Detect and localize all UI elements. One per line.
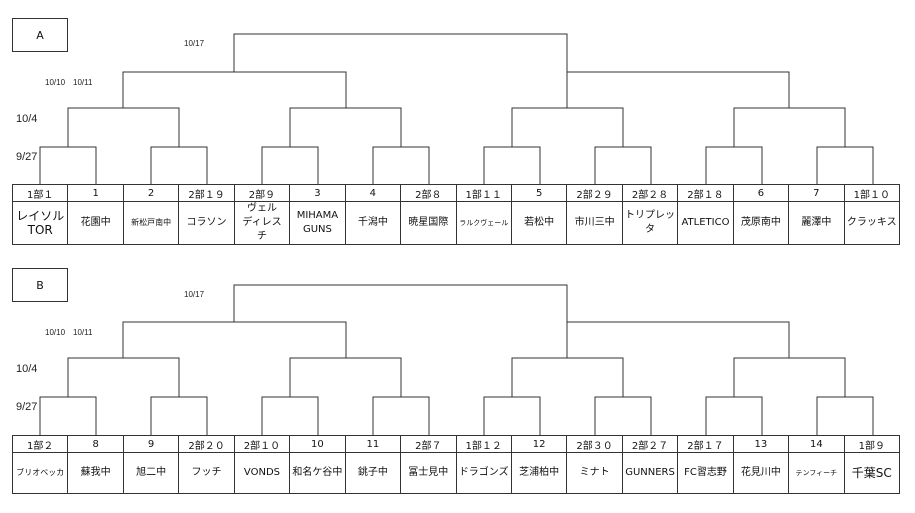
team-table: 1部１ 1 2 2部１９ 2部９ 3 4 2部８ 1部１１ 5 2部２９ 2部２…	[11, 184, 901, 245]
team-cell: VONDS	[233, 452, 291, 494]
seed-cell: 9	[122, 435, 180, 453]
seed-cell: 10	[289, 435, 346, 453]
date-qf: 10/4	[16, 363, 38, 375]
date-r1: 9/27	[16, 151, 38, 163]
team-cell: 新松戸南中	[122, 201, 180, 245]
seed-cell: 1	[67, 184, 124, 202]
date-semi-a: 10/10	[45, 328, 66, 337]
team-row: レイソル TOR 花園中 新松戸南中 コラソン ヴェル ディレス チ MIHAM…	[11, 201, 901, 245]
team-cell: トリプレッタ	[621, 201, 679, 245]
seed-cell: 2部７	[400, 435, 457, 453]
team-cell: 冨士見中	[400, 452, 457, 494]
team-cell: ドラゴンズ	[455, 452, 512, 494]
seed-cell: 2部１８	[677, 184, 734, 202]
team-cell: 花見川中	[732, 452, 790, 494]
team-cell: レイソル TOR	[11, 201, 69, 245]
seed-row: 1部１ 1 2 2部１９ 2部９ 3 4 2部８ 1部１１ 5 2部２９ 2部２…	[11, 184, 901, 202]
team-cell: 千葉SC	[843, 452, 901, 494]
seed-cell: 8	[67, 435, 124, 453]
seed-cell: 3	[289, 184, 346, 202]
seed-row: 1部２ 8 9 2部２０ 2部１０ 10 11 2部７ 1部１２ 12 2部３０…	[11, 435, 901, 453]
team-cell: ヴェル ディレス チ	[233, 201, 291, 245]
team-cell: 蘇我中	[67, 452, 124, 494]
seed-cell: 1部９	[843, 435, 901, 453]
team-cell: ブリオベッカ	[11, 452, 69, 494]
seed-cell: 4	[344, 184, 402, 202]
team-cell: MIHAMA GUNS	[289, 201, 346, 245]
bracket-lines	[39, 284, 874, 435]
seed-cell: 2部２０	[178, 435, 235, 453]
team-cell: コラソン	[178, 201, 235, 245]
team-cell: FC習志野	[677, 452, 734, 494]
date-r1: 9/27	[16, 401, 38, 413]
team-cell: 花園中	[67, 201, 124, 245]
seed-cell: 7	[788, 184, 845, 202]
date-final: 10/17	[184, 39, 205, 48]
seed-cell: 2部１７	[677, 435, 734, 453]
team-cell: テンフィーチ	[788, 452, 845, 494]
date-qf: 10/4	[16, 113, 38, 125]
seed-cell: 11	[344, 435, 402, 453]
seed-cell: 13	[732, 435, 790, 453]
seed-cell: 2部１０	[233, 435, 291, 453]
team-cell: GUNNERS	[621, 452, 679, 494]
seed-cell: 2部２８	[621, 184, 679, 202]
date-semi-b: 10/11	[73, 328, 93, 337]
team-cell: 暁星国際	[400, 201, 457, 245]
seed-cell: 5	[510, 184, 568, 202]
seed-cell: 1部１１	[455, 184, 512, 202]
team-cell: ミナト	[566, 452, 623, 494]
seed-cell: 2部１９	[178, 184, 235, 202]
team-cell: 千潟中	[344, 201, 402, 245]
team-cell: フッチ	[178, 452, 235, 494]
seed-cell: 6	[732, 184, 790, 202]
team-cell: 麗澤中	[788, 201, 845, 245]
date-final: 10/17	[184, 290, 205, 299]
seed-cell: 14	[788, 435, 845, 453]
team-row: ブリオベッカ 蘇我中 旭二中 フッチ VONDS 和名ケ谷中 銚子中 冨士見中 …	[11, 452, 901, 494]
date-semi-b: 10/11	[73, 78, 93, 87]
team-cell: クラッキス	[843, 201, 901, 245]
seed-cell: 2部９	[233, 184, 291, 202]
date-semi-a: 10/10	[45, 78, 66, 87]
seed-cell: 1部１０	[843, 184, 901, 202]
seed-cell: 1部２	[11, 435, 69, 453]
seed-cell: 2部２７	[621, 435, 679, 453]
team-cell: 和名ケ谷中	[289, 452, 346, 494]
block-label: A	[12, 18, 68, 52]
seed-cell: 1部１	[11, 184, 69, 202]
seed-cell: 2部３０	[566, 435, 623, 453]
seed-cell: 2部２９	[566, 184, 623, 202]
bracket-lines	[39, 33, 874, 184]
team-cell: 茂原南中	[732, 201, 790, 245]
team-cell: ラルクヴェール	[455, 201, 512, 245]
team-cell: 若松中	[510, 201, 568, 245]
seed-cell: 1部１２	[455, 435, 512, 453]
seed-cell: 2	[122, 184, 180, 202]
team-cell: 旭二中	[122, 452, 180, 494]
team-cell: 市川三中	[566, 201, 623, 245]
team-cell: 芝浦柏中	[510, 452, 568, 494]
team-cell: 銚子中	[344, 452, 402, 494]
seed-cell: 12	[510, 435, 568, 453]
team-cell: ATLETICO	[677, 201, 734, 245]
team-table: 1部２ 8 9 2部２０ 2部１０ 10 11 2部７ 1部１２ 12 2部３０…	[11, 435, 901, 494]
seed-cell: 2部８	[400, 184, 457, 202]
block-label: B	[12, 268, 68, 302]
